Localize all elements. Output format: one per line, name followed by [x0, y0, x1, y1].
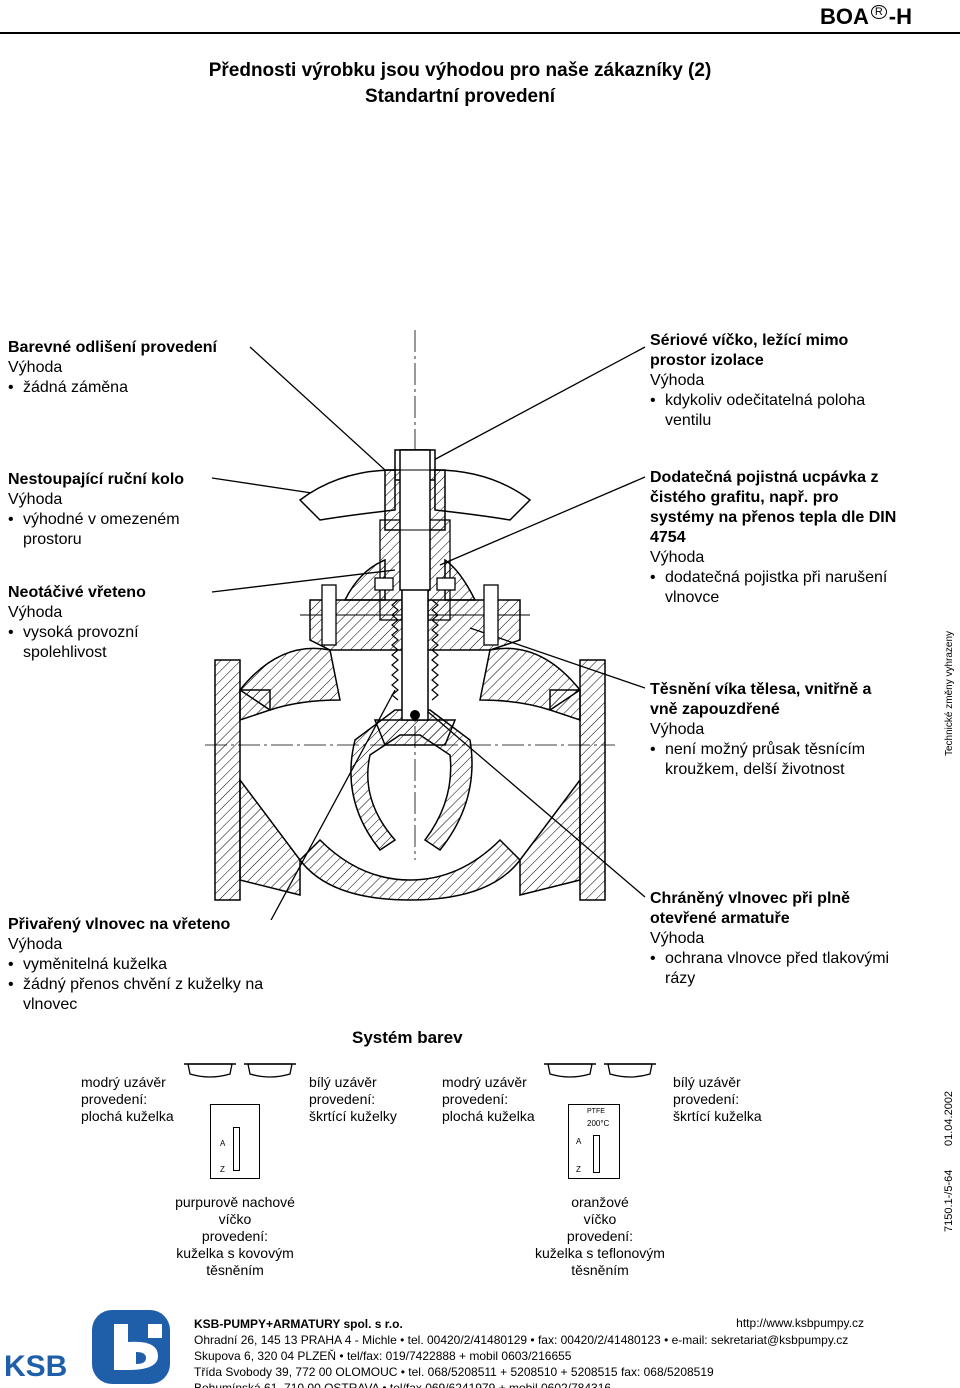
feature-packing: Dodatečná pojistná ucpávka z čistého gra…	[650, 468, 900, 608]
feature-welded-bellows: Přivařený vlnovec na vřeteno Výhoda vymě…	[8, 915, 268, 1015]
doc-code: 7150.1-/5-64	[943, 1169, 955, 1232]
orange-cap-icon: PTFE 200°C A Z	[568, 1104, 620, 1179]
feature-spindle: Neotáčivé vřeteno Výhoda vysoká provozní…	[8, 583, 208, 663]
color-system-title: Systém barev	[352, 1028, 463, 1047]
doc-date: 01.04.2002	[943, 1090, 955, 1146]
caption-purple-cap: purpurově nachové víčko provedení: kužel…	[175, 1194, 295, 1278]
valve-cross-section	[205, 330, 646, 920]
header-rule	[0, 32, 960, 34]
caption-white-cap-1: bílý uzávěr provedení: škrtící kuželky	[309, 1074, 397, 1124]
footer-address: KSB-PUMPY+ARMATURY spol. s r.o. Ohradní …	[194, 1317, 849, 1388]
feature-handwheel: Nestoupající ruční kolo Výhoda výhodné v…	[8, 470, 208, 550]
cap-icon-top-right	[544, 1063, 656, 1078]
svg-text:KSB: KSB	[4, 1350, 67, 1383]
feature-cap: Sériové víčko, ležící mimo prostor izola…	[650, 331, 890, 431]
purple-cap-icon: A Z	[210, 1104, 260, 1179]
footer-url[interactable]: http://www.ksbpumpy.cz	[736, 1316, 864, 1330]
caption-orange-cap: oranžové víčko provedení: kuželka s tefl…	[535, 1194, 665, 1278]
cap-icon-top-left	[184, 1063, 296, 1078]
page-title: Přednosti výrobku jsou výhodou pro naše …	[208, 60, 712, 107]
caption-blue-cap-1: modrý uzávěr provedení: plochá kuželka	[81, 1074, 174, 1124]
caption-blue-cap-2: modrý uzávěr provedení: plochá kuželka	[442, 1074, 535, 1124]
feature-bonnet-seal: Těsnění víka tělesa, vnitřně a vně zapou…	[650, 680, 900, 780]
caption-white-cap-2: bílý uzávěr provedení: škrtící kuželka	[673, 1074, 762, 1124]
feature-protected-bellows: Chráněný vlnovec při plně otevřené armat…	[650, 889, 900, 989]
ksb-logo: KSB	[4, 1310, 170, 1384]
feature-color-coding: Barevné odlišení provedení Výhoda žádná …	[8, 338, 248, 398]
